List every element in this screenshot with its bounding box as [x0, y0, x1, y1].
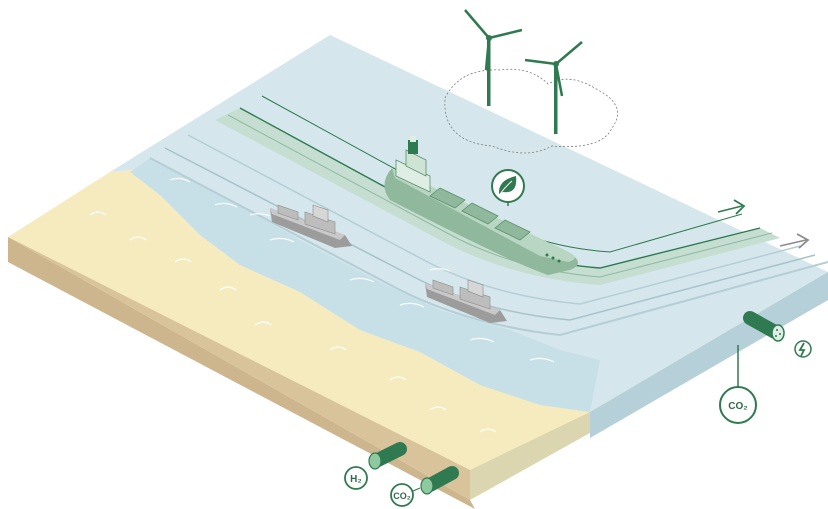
arrow-right-icon	[717, 199, 746, 215]
terrain-block	[8, 210, 828, 509]
co2-sea-label: CO₂	[728, 401, 747, 412]
h2-badge: H₂	[344, 466, 368, 490]
beach-sand	[8, 168, 590, 470]
power-cable-pipe	[743, 311, 785, 342]
tugboat	[425, 279, 507, 323]
ship-bridge	[395, 136, 431, 193]
sand-marks	[89, 211, 497, 433]
co2-badge: CO₂	[390, 483, 421, 507]
lightning-icon	[798, 342, 806, 357]
shallow-water	[130, 158, 600, 412]
co2-pipe-label: CO₂	[393, 491, 411, 501]
co2-storage-marker: CO₂	[719, 345, 757, 424]
ripples	[169, 177, 555, 363]
power-badge	[794, 340, 812, 358]
wind-turbine-icon	[464, 9, 523, 106]
wind-turbine-icon	[524, 41, 583, 134]
h2-label: H₂	[350, 474, 362, 485]
tugboat	[270, 204, 352, 248]
sea-right-face	[590, 272, 828, 438]
turbine-zone-outline	[444, 68, 618, 154]
soil-left-face	[8, 237, 475, 509]
wind-farm	[444, 9, 618, 154]
co2-pipe	[420, 466, 459, 495]
lane-arrows	[717, 199, 810, 249]
leaf-badge	[491, 169, 525, 206]
arrow-right-icon	[779, 233, 810, 249]
cargo-ship	[384, 136, 578, 275]
leaf-icon	[498, 176, 517, 195]
hydrogen-pipe	[368, 442, 407, 470]
